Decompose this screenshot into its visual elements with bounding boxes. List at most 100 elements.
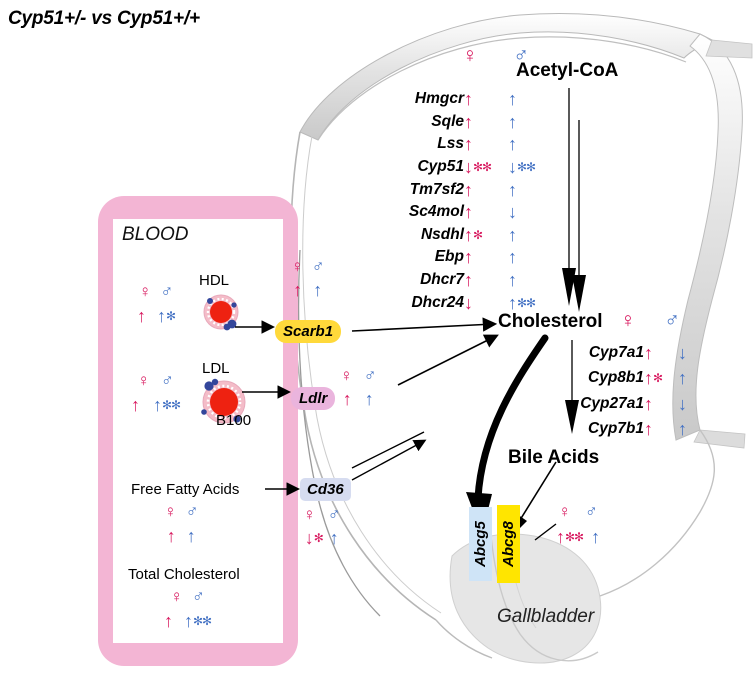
bile-gene-female-arrow: ↑	[644, 393, 653, 414]
total-cholesterol-label: Total Cholesterol	[128, 566, 240, 583]
chol-gene-female-significance: ✻	[473, 227, 483, 242]
chol-gene-female-change: ↓	[464, 291, 508, 314]
chol-gene-female-arrow: ↑	[464, 270, 473, 291]
cd36-female-arrow: ↓	[304, 528, 314, 548]
chol-gene-male-change: ↑	[508, 224, 560, 247]
chol-gene-male-change: ↑✻✻	[508, 291, 560, 314]
acetyl-coa-label: Acetyl-CoA	[516, 60, 619, 81]
female-symbol-icon: ♀	[303, 505, 316, 524]
male-symbol-icon: ♂	[585, 502, 598, 521]
chol-gene-name: Sc4mol	[408, 203, 464, 221]
bile-genes-table: Cyp7a1↑↓Cyp8b1↑✻↑Cyp27a1↑↓Cyp7b1↑↑	[570, 340, 712, 442]
male-symbol-icon: ♂	[363, 366, 377, 385]
abcg5-badge[interactable]: Abcg5	[469, 507, 492, 581]
chol-gene-female-arrow: ↑	[464, 247, 473, 268]
chol-gene-female-significance: ✻✻	[473, 160, 492, 175]
blood-compartment-inner	[113, 219, 283, 643]
cholesterol-genes-header: ♀ ♂	[462, 45, 529, 67]
chol-gene-male-change: ↑	[508, 88, 560, 111]
chol-gene-male-arrow: ↓	[508, 157, 517, 178]
ffa-sex-change-group: ♀ ♂ ↑ ↑	[164, 503, 199, 545]
cd36-sex-change-group: ♀ ♂ ↓ ✻ ↑	[303, 506, 341, 547]
hdl-male-significance: ✻	[166, 309, 176, 323]
bile-gene-female-change: ↑	[644, 391, 678, 417]
hdl-male-arrow: ↑	[157, 306, 166, 326]
chol-gene-male-change: ↓	[508, 201, 560, 224]
bile-genes-header: ♀ ♂	[620, 310, 680, 332]
ldl-apob-label: B100	[216, 412, 252, 429]
ldlr-badge[interactable]: Ldlr	[291, 387, 336, 410]
bile-gene-female-change: ↑	[644, 417, 678, 443]
abcg8-female-arrow: ↑	[556, 527, 565, 547]
chol-gene-male-significance: ✻✻	[517, 295, 536, 310]
cd36-female-significance: ✻	[313, 531, 324, 545]
chol-gene-male-arrow: ↑	[508, 292, 517, 313]
chol-gene-name: Hmgcr	[414, 90, 464, 108]
female-symbol-icon: ♀	[164, 502, 177, 521]
page-title: Cyp51+/- vs Cyp51+/+	[8, 8, 200, 29]
chol-gene-female-change: ↑	[464, 88, 508, 111]
bile-gene-male-change: ↓	[678, 391, 712, 417]
chol-gene-female-arrow: ↑	[464, 111, 473, 132]
chol-gene-female-change: ↑	[464, 269, 508, 292]
tc-female-arrow: ↑	[164, 611, 173, 631]
chol-gene-male-arrow: ↑	[508, 247, 517, 268]
chol-gene-male-arrow: ↑	[508, 111, 517, 132]
chol-gene-male-significance: ✻✻	[517, 160, 536, 175]
abcg8-female-significance: ✻✻	[565, 530, 584, 544]
ffa-male-arrow: ↑	[186, 526, 196, 546]
female-symbol-icon: ♀	[138, 282, 152, 301]
female-symbol-icon: ♀	[137, 371, 151, 390]
chol-gene-female-change: ↑✻	[464, 224, 508, 247]
chol-gene-male-change: ↑	[508, 246, 560, 269]
bile-gene-male-arrow: ↑	[678, 368, 687, 389]
chol-gene-male-change: ↑	[508, 269, 560, 292]
scarb1-female-arrow: ↑	[293, 280, 303, 300]
chol-gene-male-change: ↑	[508, 111, 560, 134]
chol-gene-female-arrow: ↑	[464, 224, 473, 245]
chol-gene-female-arrow: ↑	[464, 134, 473, 155]
bile-gene-female-arrow: ↑	[644, 368, 653, 389]
ldlr-sex-change-group: ♀ ♂ ↑ ↑	[340, 367, 377, 408]
chol-gene-male-arrow: ↑	[508, 224, 517, 245]
chol-gene-female-arrow: ↓	[464, 292, 473, 313]
male-symbol-icon: ♂	[311, 257, 325, 276]
ldl-male-significance: ✻✻	[162, 398, 181, 412]
chol-gene-female-change: ↑	[464, 178, 508, 201]
cd36-male-arrow: ↑	[329, 528, 339, 548]
chol-gene-name: Dhcr7	[420, 271, 464, 289]
female-symbol-icon: ♀	[170, 587, 184, 606]
chol-gene-male-arrow: ↑	[508, 134, 517, 155]
chol-gene-name: Lss	[437, 135, 464, 153]
chol-gene-male-change: ↑	[508, 133, 560, 156]
blood-label: BLOOD	[122, 224, 189, 245]
ldl-label: LDL	[202, 360, 230, 377]
scarb1-badge[interactable]: Scarb1	[275, 320, 342, 343]
ldlr-female-arrow: ↑	[342, 389, 352, 409]
scarb1-male-arrow: ↑	[313, 280, 323, 300]
bile-gene-female-change: ↑✻	[644, 366, 678, 392]
chol-gene-name: Tm7sf2	[409, 180, 464, 198]
chol-gene-name: Cyp51	[417, 158, 464, 176]
bile-gene-male-change: ↑	[678, 366, 712, 392]
ffa-female-arrow: ↑	[166, 526, 176, 546]
chol-gene-name: Dhcr24	[411, 293, 464, 311]
bile-gene-male-arrow: ↑	[678, 419, 687, 440]
male-symbol-icon: ♂	[513, 44, 529, 67]
ldl-male-arrow: ↑	[153, 395, 162, 415]
chol-gene-male-arrow: ↓	[508, 202, 517, 223]
chol-gene-female-arrow: ↓	[464, 157, 473, 178]
chol-gene-female-change: ↓✻✻	[464, 156, 508, 179]
chol-gene-name: Ebp	[434, 248, 464, 266]
ldlr-male-arrow: ↑	[364, 389, 374, 409]
chol-gene-name: Sqle	[431, 112, 464, 130]
bile-gene-male-change: ↓	[678, 340, 712, 366]
abcg8-badge[interactable]: Abcg8	[497, 505, 520, 583]
chol-gene-male-arrow: ↑	[508, 270, 517, 291]
cd36-badge[interactable]: Cd36	[300, 478, 351, 501]
chol-gene-female-arrow: ↑	[464, 202, 473, 223]
cholesterol-genes-table: Hmgcr↑↑Sqle↑↑Lss↑↑Cyp51↓✻✻↓✻✻Tm7sf2↑↑Sc4…	[378, 88, 560, 314]
bile-gene-name: Cyp7b1	[588, 420, 644, 438]
chol-gene-male-arrow: ↑	[508, 89, 517, 110]
chol-gene-female-change: ↑	[464, 133, 508, 156]
